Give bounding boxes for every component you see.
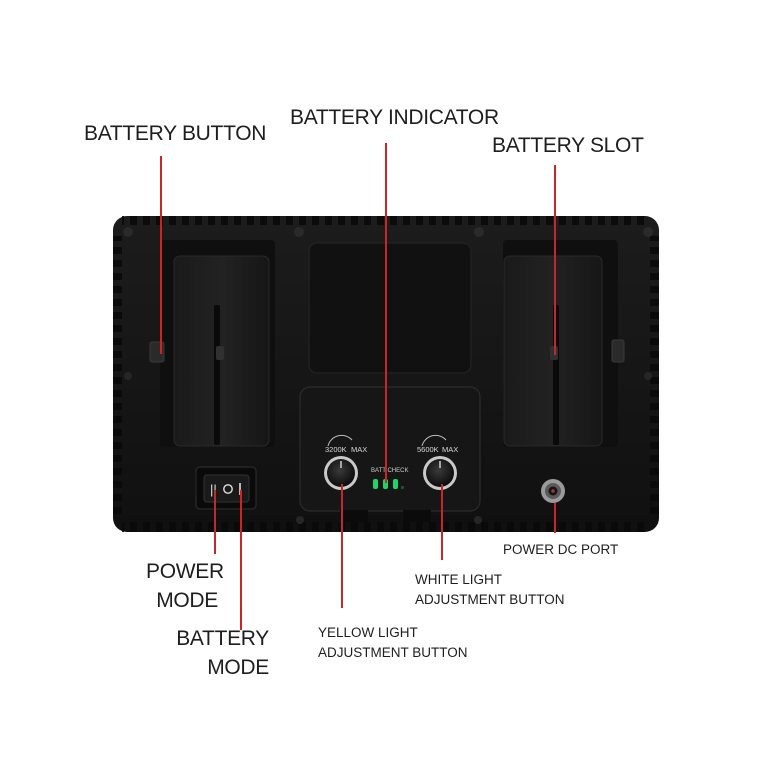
right-battery-slot — [503, 240, 624, 447]
left-knob-3200k-marking: 3200K — [325, 445, 347, 454]
batt-check-marking: BATT CHECK — [371, 468, 408, 474]
battery-release-button — [150, 342, 164, 362]
callout-battery-mode-line2: MODE — [172, 656, 269, 680]
leader-yellow-light — [341, 484, 343, 608]
center-recess — [309, 243, 471, 373]
leader-battery-indicator — [385, 143, 387, 483]
callout-battery-indicator: BATTERY INDICATOR — [290, 106, 499, 130]
white-light-knob — [423, 456, 457, 490]
control-panel — [300, 387, 480, 522]
callout-white-light-line2: ADJUSTMENT BUTTON — [415, 592, 565, 607]
leader-power-mode — [214, 490, 216, 554]
leader-battery-mode — [240, 490, 242, 630]
callout-battery-slot: BATTERY SLOT — [492, 134, 644, 158]
power-dc-port — [541, 479, 565, 503]
callout-power-mode-line1: POWER — [146, 560, 218, 584]
callout-power-dc-port: POWER DC PORT — [503, 542, 618, 557]
left-knob-max-marking: MAX — [351, 445, 367, 454]
leader-power-dc-port — [554, 503, 556, 533]
power-rocker-switch: || — [196, 467, 256, 509]
leader-battery-slot — [554, 165, 556, 355]
callout-battery-mode-line1: BATTERY — [172, 627, 269, 651]
callout-yellow-light-line2: ADJUSTMENT BUTTON — [318, 645, 468, 660]
right-knob-5600k-marking: 5600K — [417, 445, 439, 454]
left-battery-slot — [160, 240, 275, 447]
callout-power-mode-line2: MODE — [146, 589, 218, 613]
leader-battery-button — [160, 156, 162, 354]
callout-battery-button: BATTERY BUTTON — [84, 122, 266, 146]
callout-yellow-light-line1: YELLOW LIGHT — [318, 625, 418, 640]
callout-white-light-line1: WHITE LIGHT — [415, 572, 502, 587]
leader-white-light — [441, 484, 443, 560]
right-knob-max-marking: MAX — [442, 445, 458, 454]
